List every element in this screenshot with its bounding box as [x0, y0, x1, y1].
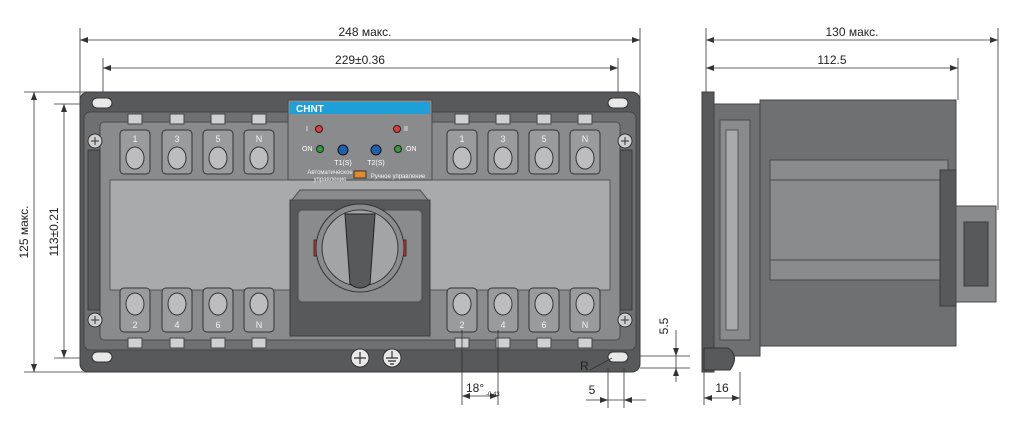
dim-label-angle: 18°	[466, 381, 484, 395]
bottom-terminal-label: 4	[174, 320, 179, 330]
dim-label-foot-height: 5.5	[657, 317, 671, 334]
dim-label-front-height: 125 макс.	[17, 206, 31, 259]
dim-front-width: 248 макс.	[79, 25, 641, 100]
indicator-light-green	[316, 145, 324, 153]
timer-knob-t1[interactable]	[337, 144, 349, 156]
dim-label-side-flange: 16	[715, 381, 729, 395]
front-view: 1 3 5 N 1 3 5	[79, 91, 641, 373]
side-mounting-plate	[701, 91, 715, 373]
indicator-label-I: I	[306, 126, 308, 133]
handle-housing-top	[290, 189, 430, 201]
bottom-terminal-label: 6	[215, 320, 220, 330]
bottom-terminal-label: 4	[500, 320, 505, 330]
dim-label-angle-tolerance: -0.43	[486, 392, 500, 398]
dim-label-hole-height: 113±0.21	[47, 207, 61, 256]
auto-mode-label-line2: управление	[314, 177, 347, 183]
dim-side-depth-max: 130 макс.	[705, 25, 999, 210]
dim-label-side-depth: 112.5	[817, 53, 846, 67]
screw-icon	[350, 348, 370, 368]
side-terminal-inner	[725, 129, 739, 331]
timer-knob-t2[interactable]	[370, 144, 382, 156]
auto-mode-label-line1: Автоматическое	[307, 170, 353, 176]
bottom-terminal-label: N	[256, 320, 263, 330]
screw-icon	[617, 133, 633, 149]
dim-radius: R	[580, 357, 613, 373]
on-label-right: ON	[406, 146, 417, 153]
dim-label-side-depth-max: 130 макс.	[826, 25, 879, 39]
screw-icon	[87, 312, 103, 328]
indicator-label-II: II	[404, 126, 408, 133]
dim-front-height: 125 макс.	[17, 91, 96, 373]
bottom-terminal-group-left: 2 4 6 N	[119, 287, 275, 349]
indicator-light-red	[393, 125, 401, 133]
right-rail	[619, 149, 633, 311]
dim-front-hole-spacing: 229±0.36	[102, 53, 619, 102]
bottom-terminal-label: 2	[132, 320, 137, 330]
top-terminal-label: 5	[541, 134, 546, 144]
side-bottom-foot	[703, 347, 735, 371]
top-terminal-label: 3	[500, 134, 505, 144]
dim-slot-width: 5	[586, 368, 646, 408]
top-terminal-label: 1	[132, 134, 137, 144]
bottom-terminal-label: 6	[541, 320, 546, 330]
dim-label-hole-spacing: 229±0.36	[335, 53, 385, 67]
dim-foot-height: 5.5	[640, 317, 690, 382]
dim-side-depth: 112.5	[706, 53, 959, 100]
ground-icon	[382, 348, 402, 368]
side-view	[701, 91, 997, 373]
top-terminal-label: 1	[459, 134, 464, 144]
brand-bar	[290, 102, 430, 114]
brand-logo: CHNT	[296, 104, 324, 115]
mounting-slot-bottom-left	[91, 351, 113, 363]
t2-label: T2(S)	[367, 160, 385, 167]
side-handle	[963, 221, 989, 287]
t1-label: T1(S)	[334, 160, 352, 167]
top-terminal-label: N	[256, 134, 263, 144]
mounting-slot-bottom-right	[607, 351, 629, 363]
top-terminal-label: 5	[215, 134, 220, 144]
dim-side-flange: 16	[703, 372, 741, 405]
indicator-light-green	[394, 145, 402, 153]
dim-label-slot-width: 5	[589, 383, 596, 397]
top-terminal-label: 3	[174, 134, 179, 144]
rotary-handle[interactable]	[344, 213, 376, 289]
bottom-terminal-label: 2	[459, 320, 464, 330]
dim-angle: 18° -0.43	[461, 330, 500, 405]
dim-label-radius: R	[580, 359, 589, 373]
mounting-slot-top-right	[607, 97, 629, 109]
screw-icon	[87, 133, 103, 149]
top-terminal-group-left: 1 3 5 N	[119, 113, 275, 175]
top-terminal-group-right: 1 3 5 N	[446, 113, 601, 175]
top-terminal-label: N	[582, 134, 589, 144]
manual-mode-label: Ручное управление	[371, 174, 426, 180]
mode-switch[interactable]	[353, 170, 367, 179]
left-rail	[87, 149, 101, 311]
dim-label-front-width: 248 макс.	[339, 25, 392, 39]
indicator-light-red	[315, 125, 323, 133]
on-label-left: ON	[302, 146, 313, 153]
side-mechanism	[769, 159, 949, 281]
screw-icon	[617, 312, 633, 328]
bottom-terminal-label: N	[582, 320, 589, 330]
mounting-slot-top-left	[91, 97, 113, 109]
side-rear-plate	[939, 169, 957, 307]
